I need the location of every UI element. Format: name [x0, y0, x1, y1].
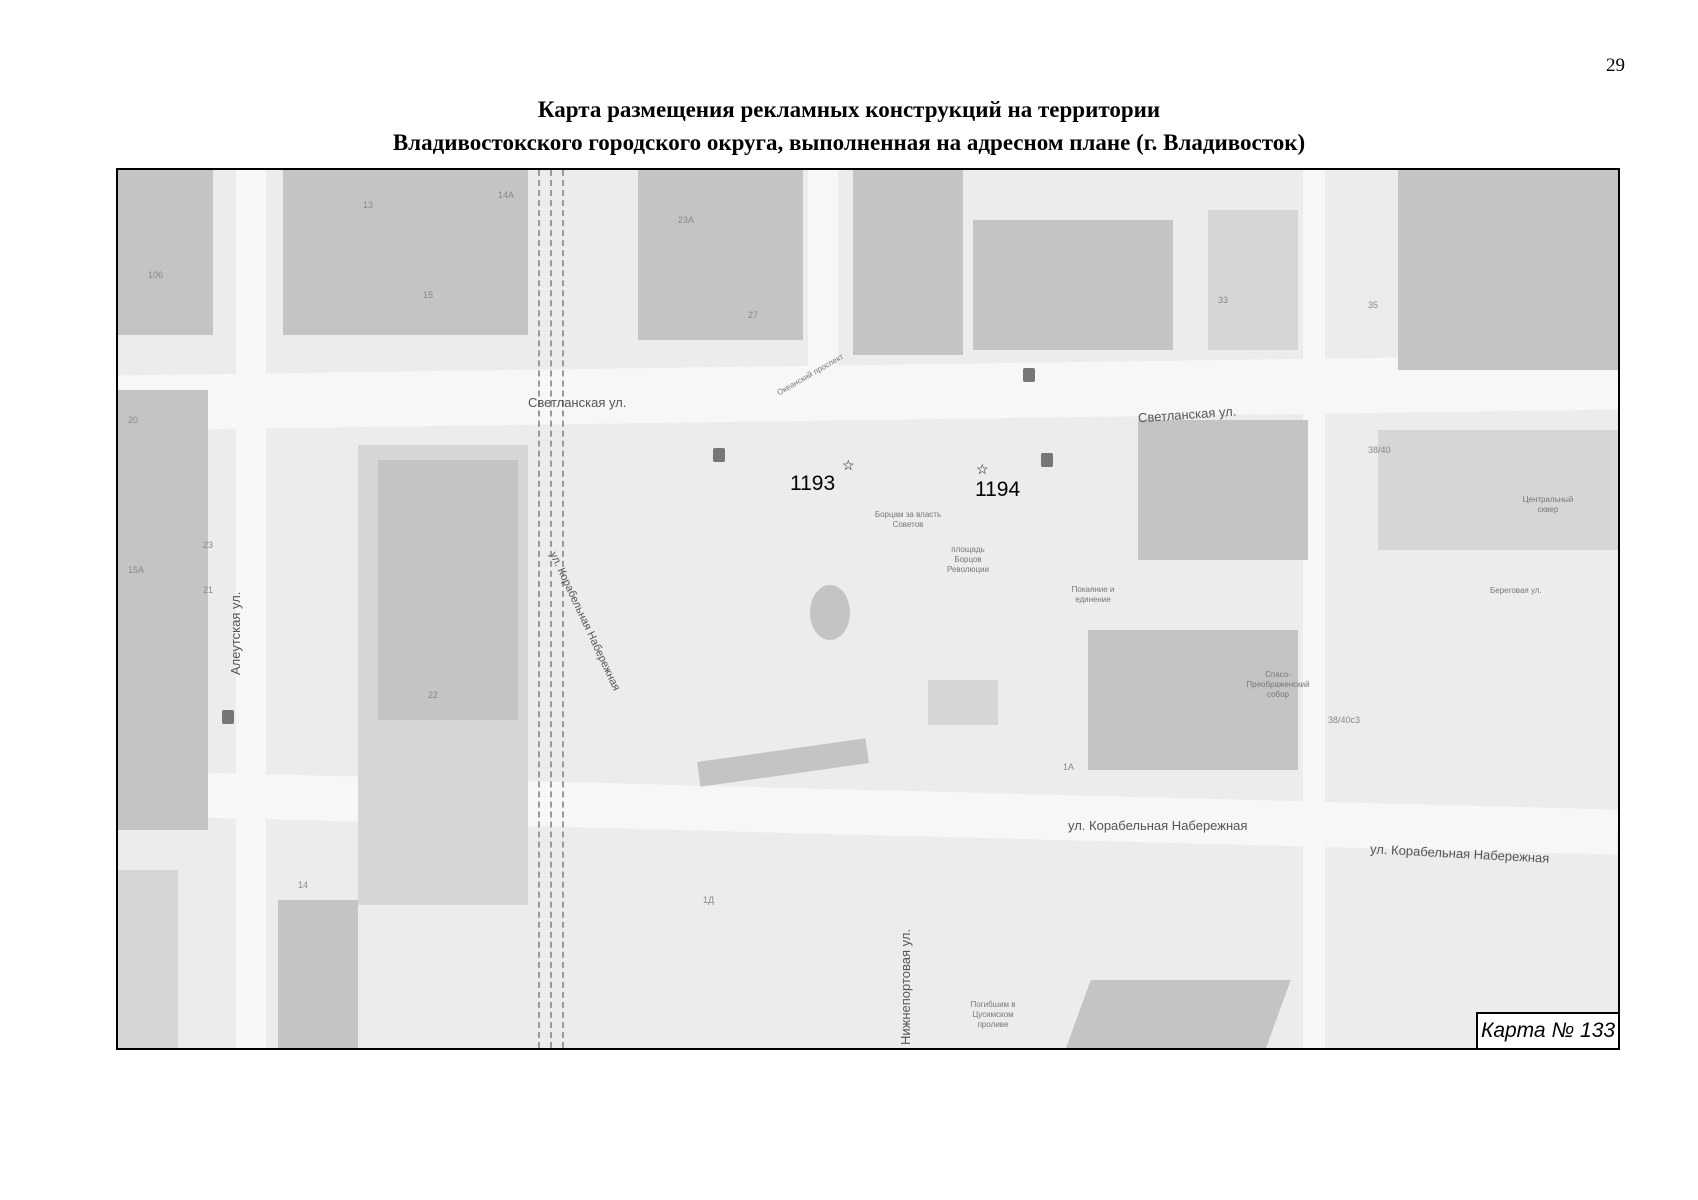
address-map: Светланская ул. Светланская ул. Алеутска…: [116, 168, 1620, 1050]
building: [928, 680, 998, 725]
place-label: Покаяние и единение: [1071, 585, 1115, 604]
house-number: 15: [423, 290, 434, 300]
building: [118, 170, 213, 335]
building: [118, 870, 178, 1048]
page-title-line1: Карта размещения рекламных конструкций н…: [537, 97, 1161, 122]
house-number: 20: [128, 415, 139, 425]
house-number: 1А: [1063, 762, 1075, 772]
house-number: 21: [203, 585, 214, 595]
house-number: 23А: [678, 215, 695, 225]
street-label: ул. Корабельная Набережная: [547, 550, 623, 693]
map-number-label: Карта № 133: [1476, 1012, 1618, 1048]
railway: [550, 170, 552, 1048]
house-number: 14А: [498, 190, 515, 200]
house-number: 35: [1368, 300, 1379, 310]
place-label: Борцам за власть Советов: [874, 510, 942, 529]
house-number: 23: [203, 540, 214, 550]
marker-label-1194: 1194: [975, 478, 1021, 501]
railway: [538, 170, 540, 1048]
house-number: 27: [748, 310, 759, 320]
bus-stop-icon: [1041, 453, 1053, 467]
house-number: 15А: [128, 565, 145, 575]
building: [638, 170, 803, 340]
place-label: Спасо-Преображенский собор: [1246, 670, 1310, 699]
road-svetlanskaya: [118, 354, 1618, 431]
star-icon: ☆: [976, 461, 989, 477]
street-label: Алеутская ул.: [228, 591, 243, 675]
page-number: 29: [1606, 55, 1625, 76]
building: [118, 390, 208, 830]
building: [853, 170, 963, 355]
central-square-area: [1378, 430, 1618, 550]
street-label: Светланская ул.: [528, 395, 627, 410]
page-title-line2: Владивостокского городского округа, выпо…: [392, 130, 1306, 155]
building: [1398, 170, 1618, 370]
building: [278, 900, 358, 1048]
house-number: 14: [298, 880, 309, 890]
bus-stop-icon: [1023, 368, 1035, 382]
road-okeansky: [808, 170, 838, 370]
building: [378, 460, 518, 720]
building: [1138, 420, 1308, 560]
house-number: 33: [1218, 295, 1229, 305]
house-number: 22: [428, 690, 439, 700]
place-label: площадь Борцов Революции: [946, 545, 990, 574]
railway: [562, 170, 564, 1048]
bus-stop-icon: [222, 710, 234, 724]
building: [1208, 210, 1298, 350]
road-side: [1303, 170, 1325, 1048]
street-label: ул. Корабельная Набережная: [1068, 818, 1248, 833]
street-label: Береговая ул.: [1490, 586, 1542, 595]
building: [697, 738, 869, 787]
place-label: Центральный сквер: [1522, 495, 1574, 514]
house-number: 13: [363, 200, 374, 210]
place-label: Погибшим в Цусимском проливе: [970, 1000, 1016, 1029]
building: [1065, 980, 1291, 1048]
road-aleutskaya: [236, 170, 266, 1048]
cathedral-building: [1088, 630, 1298, 770]
marker-label-1193: 1193: [790, 472, 836, 495]
fountain: [810, 585, 850, 640]
house-number: 106: [148, 270, 164, 280]
house-number: 1Д: [703, 895, 715, 905]
house-number: 38/40: [1368, 445, 1391, 455]
building: [283, 170, 528, 335]
house-number: 38/40с3: [1328, 715, 1361, 725]
star-icon: ☆: [842, 457, 855, 473]
bus-stop-icon: [713, 448, 725, 462]
building: [973, 220, 1173, 350]
street-label: Нижнепортовая ул.: [898, 928, 913, 1045]
